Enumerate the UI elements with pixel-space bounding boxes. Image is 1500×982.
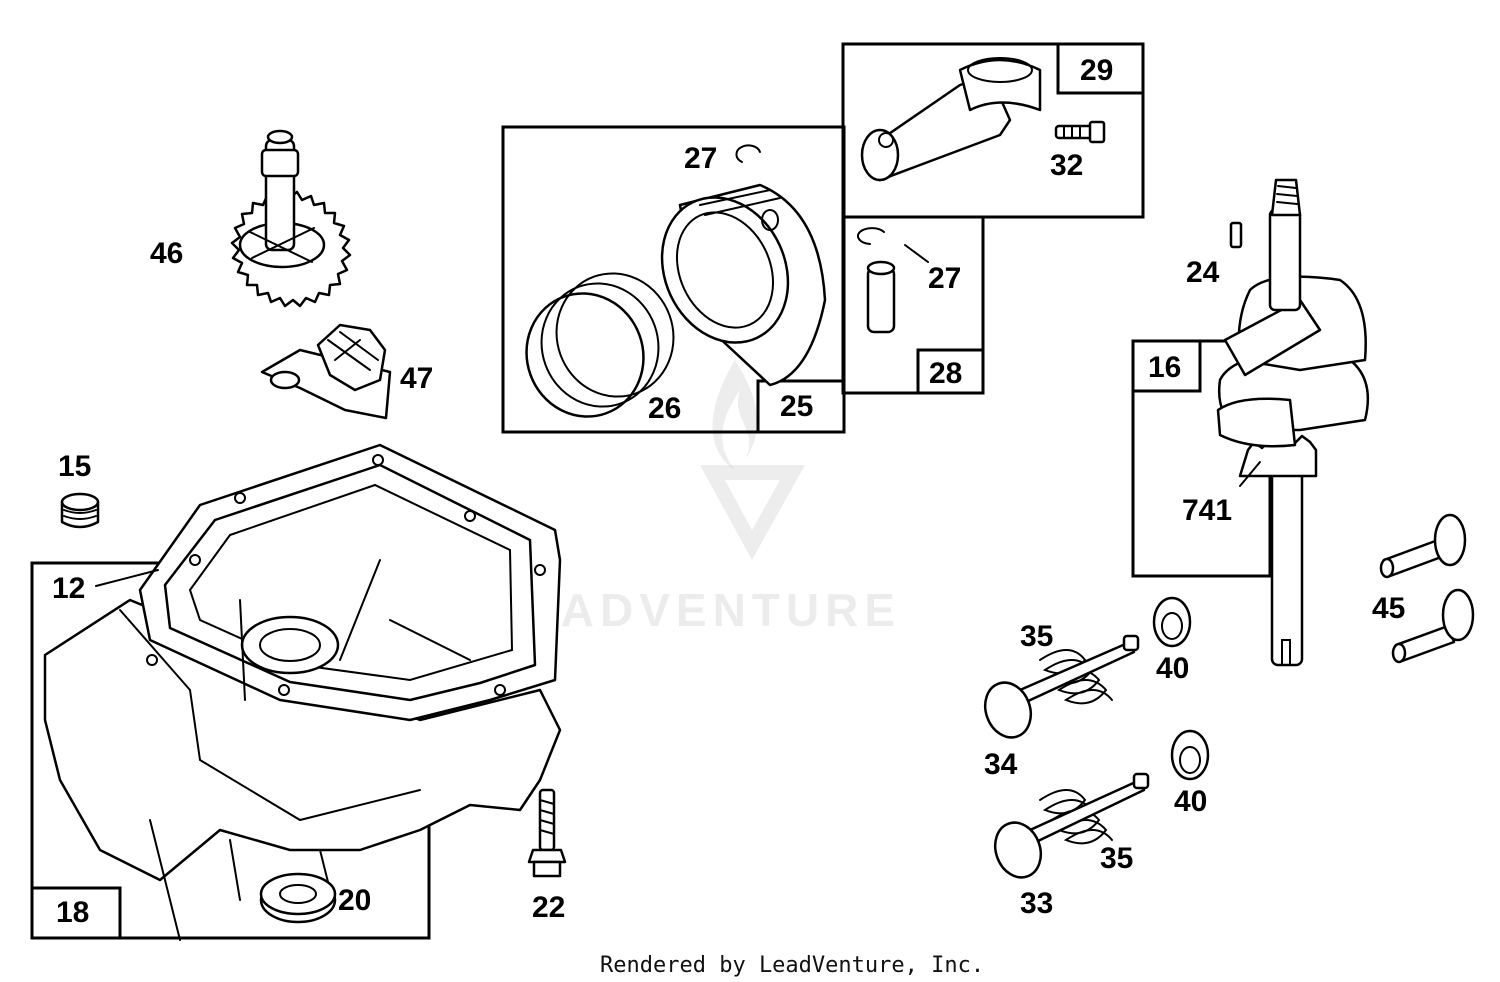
crank-key-part — [1229, 221, 1243, 249]
piston-ring-set-part — [525, 272, 675, 418]
label-40-lower: 40 — [1174, 785, 1207, 818]
governor-part — [260, 323, 392, 420]
label-24: 24 — [1186, 256, 1220, 289]
piston-pin-part — [866, 260, 896, 334]
connecting-rod-part — [860, 57, 1042, 182]
label-47: 47 — [400, 362, 433, 395]
box-29 — [841, 42, 1145, 219]
cam-gear-part — [230, 129, 352, 308]
label-32: 32 — [1050, 149, 1083, 182]
label-46: 46 — [150, 237, 183, 270]
tappet-part-lower — [1391, 588, 1475, 664]
label-29: 29 — [1080, 54, 1113, 87]
leader-12 — [95, 569, 159, 587]
box-28 — [841, 215, 985, 395]
label-25: 25 — [780, 390, 813, 423]
valve-upper-part — [983, 634, 1140, 739]
label-34: 34 — [984, 748, 1018, 781]
watermark-logo — [700, 360, 805, 560]
label-35-upper: 35 — [1020, 620, 1053, 653]
box-25-tag — [756, 379, 846, 434]
label-20: 20 — [338, 884, 371, 917]
label-12: 12 — [52, 572, 85, 605]
label-26: 26 — [648, 392, 681, 425]
crankshaft-part — [1216, 178, 1370, 667]
plug-part — [60, 492, 100, 529]
label-35-lower: 35 — [1100, 842, 1133, 875]
label-16: 16 — [1148, 351, 1181, 384]
box-29-tag — [1056, 42, 1145, 95]
box-18-tag — [30, 886, 122, 940]
label-741: 741 — [1182, 494, 1232, 527]
box-16-tag — [1131, 339, 1202, 393]
label-27-pin: 27 — [928, 262, 961, 295]
label-40-upper: 40 — [1156, 652, 1189, 685]
label-27-top: 27 — [684, 142, 717, 175]
oil-seal-part — [259, 872, 337, 924]
label-22: 22 — [532, 891, 565, 924]
label-45: 45 — [1372, 592, 1405, 625]
label-15: 15 — [58, 450, 91, 483]
valve-lower-part — [993, 772, 1150, 879]
tappet-part-upper — [1379, 513, 1467, 579]
pin-clip-part — [856, 227, 885, 245]
piston-part — [660, 183, 827, 387]
valve-retainer-lower-part — [1170, 729, 1210, 781]
leader-741 — [1239, 461, 1261, 487]
valve-retainer-upper-part — [1152, 596, 1192, 648]
label-33: 33 — [1020, 887, 1053, 920]
rod-bolt-part — [1054, 120, 1106, 144]
label-28: 28 — [929, 357, 962, 390]
footer-credit: Rendered by LeadVenture, Inc. — [600, 953, 984, 978]
retaining-clip-part — [735, 144, 761, 163]
crankcase-sump-part — [43, 443, 562, 941]
leader-27-pin — [904, 244, 929, 263]
label-18: 18 — [56, 896, 89, 929]
box-28-tag — [916, 348, 985, 395]
bolt-part — [527, 788, 567, 878]
